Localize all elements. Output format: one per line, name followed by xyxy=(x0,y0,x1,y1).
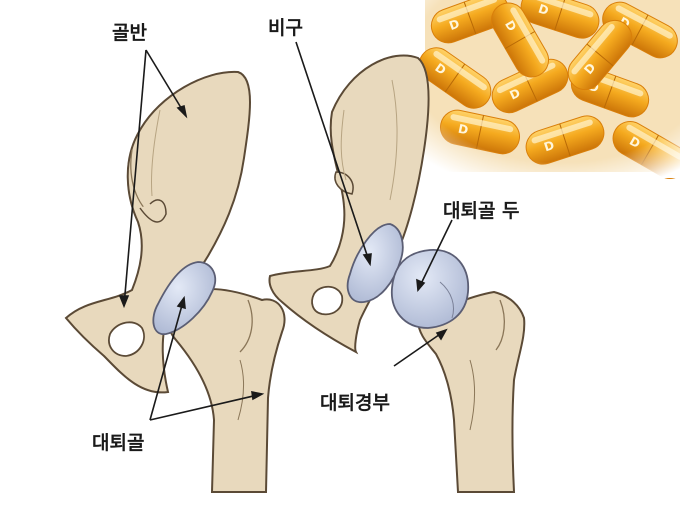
right-femoral-head xyxy=(391,249,469,329)
label-femur: 대퇴골 xyxy=(92,432,145,454)
left-hip-assembled xyxy=(64,70,286,493)
left-femur xyxy=(167,288,286,493)
right-obturator-foramen xyxy=(311,285,344,316)
label-femoral-head: 대퇴골 두 xyxy=(443,200,520,222)
vitamin-d-capsules-photo: DDDDDDDDDDD xyxy=(415,0,680,179)
label-pelvis: 골반 xyxy=(112,22,147,44)
label-femoral-neck: 대퇴경부 xyxy=(320,392,390,414)
left-obturator-foramen xyxy=(108,321,145,357)
label-acetabulum: 비구 xyxy=(268,17,303,39)
right-acetabulum xyxy=(346,223,404,303)
leader-lines xyxy=(118,41,453,421)
right-hip-separated xyxy=(268,54,526,493)
left-pelvis xyxy=(64,70,251,394)
right-pelvis xyxy=(268,54,430,355)
right-femur xyxy=(416,290,526,493)
